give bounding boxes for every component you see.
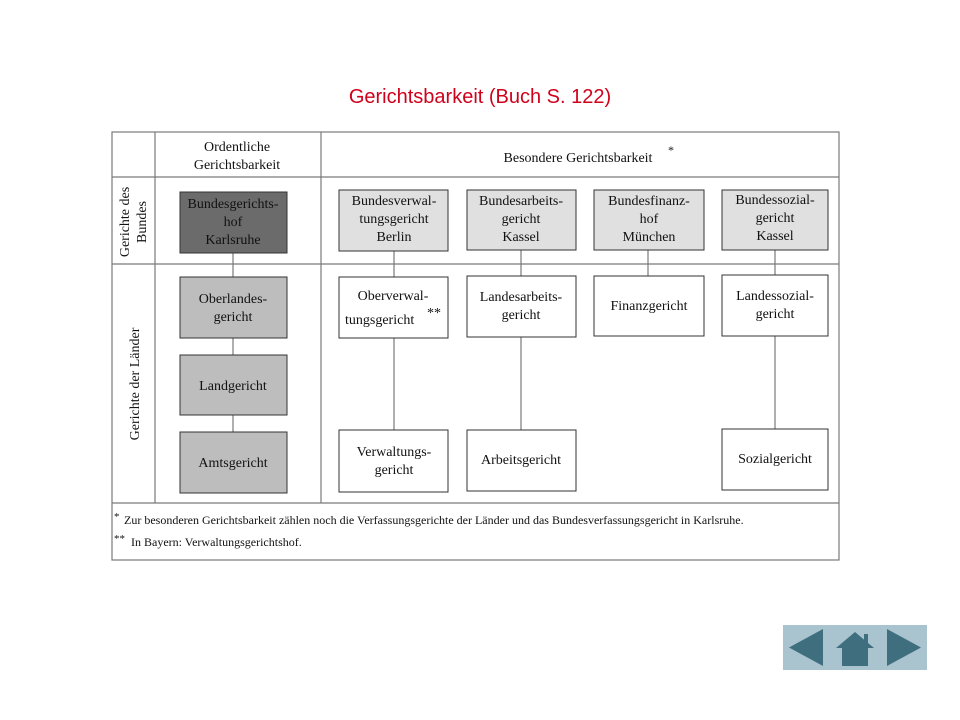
box-bundessozialgericht bbox=[721, 189, 829, 251]
label-bsg-2: gericht bbox=[756, 211, 795, 226]
header-besondere-mark: * bbox=[668, 143, 674, 157]
label-bsg-3: Kassel bbox=[756, 229, 793, 244]
label-bgh-3: Karlsruhe bbox=[205, 233, 260, 248]
box-amtsgericht bbox=[179, 431, 288, 494]
footnote-1-mark: * bbox=[114, 511, 120, 523]
row-label-bund-line1: Gerichte des bbox=[118, 187, 133, 257]
row-label-bund-line2: Bundes bbox=[135, 201, 150, 243]
label-bag-2: gericht bbox=[502, 212, 541, 227]
label-bverwg-2: tungsgericht bbox=[359, 212, 428, 227]
label-vg-2: gericht bbox=[375, 463, 414, 478]
footnote-2-text: In Bayern: Verwaltungsgerichtshof. bbox=[131, 535, 302, 549]
arrow-left-icon[interactable] bbox=[783, 625, 831, 670]
row-label-laender: Gerichte der Länder bbox=[128, 327, 143, 440]
footnote-1-text: Zur besonderen Gerichtsbarkeit zählen no… bbox=[124, 513, 744, 527]
box-landesarbeitsgericht bbox=[466, 275, 577, 338]
court-boxes bbox=[179, 189, 829, 494]
box-bundesarbeitsgericht bbox=[466, 189, 577, 251]
label-ovg-mark: ** bbox=[427, 306, 441, 321]
box-bundesverwaltungsgericht bbox=[338, 189, 449, 252]
box-verwaltungsgericht bbox=[338, 429, 449, 493]
label-bsg-1: Bundessozial- bbox=[735, 193, 815, 208]
label-arbg: Arbeitsgericht bbox=[481, 453, 561, 468]
label-sg: Sozialgericht bbox=[738, 452, 812, 467]
label-olg-2: gericht bbox=[214, 310, 253, 325]
box-bundesgerichtshof bbox=[179, 191, 288, 254]
label-lag-2: gericht bbox=[502, 308, 541, 323]
header-besondere: Besondere Gerichtsbarkeit bbox=[504, 151, 653, 166]
label-bfh-1: Bundesfinanz- bbox=[608, 194, 690, 209]
label-vg-1: Verwaltungs- bbox=[357, 445, 432, 460]
label-lsg-2: gericht bbox=[756, 307, 795, 322]
box-landessozialgericht bbox=[721, 274, 829, 337]
label-fg: Finanzgericht bbox=[611, 299, 688, 314]
footnote-2-mark: ** bbox=[114, 533, 125, 545]
header-ordentliche-line1: Ordentliche bbox=[204, 140, 270, 155]
label-olg-1: Oberlandes- bbox=[199, 292, 268, 307]
home-icon[interactable] bbox=[831, 625, 879, 670]
label-bgh-2: hof bbox=[224, 215, 243, 230]
slide-navigation-bar bbox=[783, 625, 927, 670]
label-ovg-1: Oberverwal- bbox=[358, 289, 429, 304]
label-lsg-1: Landessozial- bbox=[736, 289, 814, 304]
footnotes: * Zur besonderen Gerichtsbarkeit zählen … bbox=[114, 511, 744, 549]
label-bfh-2: hof bbox=[640, 212, 659, 227]
row-labels: Gerichte des Bundes Gerichte der Länder bbox=[118, 187, 150, 441]
box-finanzgericht bbox=[593, 275, 705, 337]
court-labels: Bundesgerichts- hof Karlsruhe Oberlandes… bbox=[188, 193, 815, 478]
box-oberlandesgericht bbox=[179, 276, 288, 339]
arrow-right-icon[interactable] bbox=[879, 625, 927, 670]
box-sozialgericht bbox=[721, 428, 829, 491]
box-bundesfinanzhof bbox=[593, 189, 705, 251]
label-bag-1: Bundesarbeits- bbox=[479, 194, 563, 209]
label-bfh-3: München bbox=[623, 230, 676, 245]
box-landgericht bbox=[179, 354, 288, 416]
slide-title: Gerichtsbarkeit (Buch S. 122) bbox=[348, 86, 612, 108]
header-ordentliche-line2: Gerichtsbarkeit bbox=[194, 158, 280, 173]
box-oberverwaltungsgericht bbox=[338, 276, 449, 339]
label-bverwg-1: Bundesverwal- bbox=[352, 194, 437, 209]
label-lg: Landgericht bbox=[199, 379, 267, 394]
label-bgh-1: Bundesgerichts- bbox=[188, 197, 279, 212]
label-bag-3: Kassel bbox=[502, 230, 539, 245]
label-ovg-2: tungsgericht bbox=[345, 313, 414, 328]
label-ag: Amtsgericht bbox=[198, 456, 267, 471]
box-arbeitsgericht bbox=[466, 429, 577, 492]
column-headers: Ordentliche Gerichtsbarkeit Besondere Ge… bbox=[194, 140, 674, 173]
label-bverwg-3: Berlin bbox=[377, 230, 412, 245]
label-lag-1: Landesarbeits- bbox=[480, 290, 563, 305]
